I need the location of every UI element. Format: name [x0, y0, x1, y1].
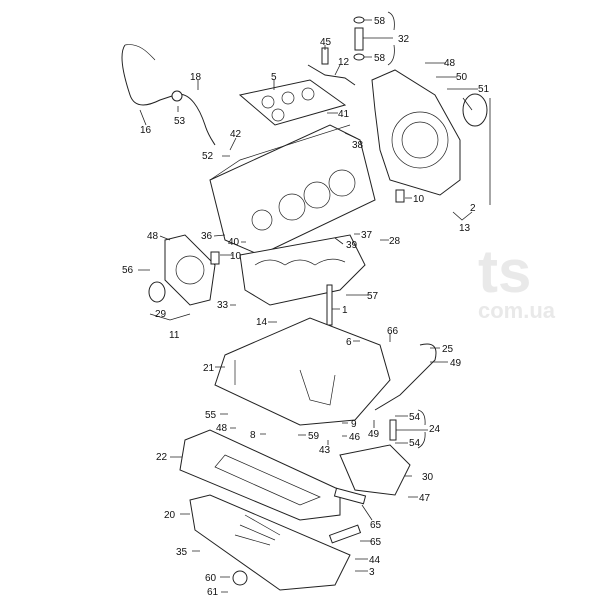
- watermark-domain: com.ua: [478, 298, 556, 323]
- oil-pan-baffle: [179, 429, 341, 521]
- part-label: 6: [346, 337, 352, 348]
- part-label: 48: [147, 231, 159, 242]
- part-label: 38: [352, 140, 364, 151]
- part-label: 48: [444, 58, 456, 69]
- bolt: [326, 284, 333, 326]
- cylinder-head-gasket: [238, 79, 347, 126]
- part-label: 58: [374, 16, 386, 27]
- part-label: 42: [230, 129, 242, 140]
- part-label: 21: [203, 363, 215, 374]
- part-label: 25: [442, 344, 454, 355]
- part-label: 5: [271, 72, 277, 83]
- part-label: 51: [478, 84, 490, 95]
- part-label: 41: [338, 109, 350, 120]
- part-label: 43: [319, 445, 331, 456]
- part-label: 44: [369, 555, 381, 566]
- bracket: [339, 444, 411, 496]
- part-label: 20: [164, 510, 176, 521]
- part-label: 1: [342, 305, 348, 316]
- part-label: 22: [156, 452, 168, 463]
- part-label: 24: [429, 424, 441, 435]
- part-label: 37: [361, 230, 373, 241]
- leader-lines: [138, 11, 491, 593]
- sleeve-assembly: [353, 16, 365, 61]
- part-label: 49: [368, 429, 380, 440]
- sleeve: [389, 419, 397, 441]
- upper-oil-pan: [214, 317, 437, 426]
- part-label: 18: [190, 72, 202, 83]
- part-label: 54: [409, 438, 421, 449]
- part-label: 66: [387, 326, 399, 337]
- part-label: 12: [338, 57, 350, 68]
- part-label: 46: [349, 432, 361, 443]
- part-label: 29: [155, 309, 167, 320]
- part-label: 47: [419, 493, 431, 504]
- part-label: 57: [367, 291, 379, 302]
- part-label: 56: [122, 265, 134, 276]
- part-label: 32: [398, 34, 410, 45]
- part-label: 53: [174, 116, 186, 127]
- part-label: 35: [176, 547, 188, 558]
- part-label: 30: [422, 472, 434, 483]
- watermark-brand: ts: [478, 238, 531, 305]
- part-label: 16: [140, 125, 152, 136]
- part-label: 52: [202, 151, 214, 162]
- coolant-pipe: [121, 44, 216, 146]
- part-label: 55: [205, 410, 217, 421]
- part-label: 33: [217, 300, 229, 311]
- part-label: 65: [370, 520, 382, 531]
- part-label: 10: [413, 194, 425, 205]
- part-label: 65: [370, 537, 382, 548]
- part-label: 9: [351, 419, 357, 430]
- sealant-tube: [333, 487, 367, 505]
- part-label: 45: [320, 37, 332, 48]
- part-label: 11: [169, 330, 180, 341]
- lower-oil-pan: [189, 494, 351, 591]
- engine-block: [209, 124, 376, 306]
- part-label: 39: [346, 240, 358, 251]
- sealant-tube: [328, 524, 362, 544]
- part-label: 49: [450, 358, 462, 369]
- part-label: 14: [256, 317, 268, 328]
- oil-pipe: [307, 64, 356, 86]
- front-cover: [148, 234, 220, 306]
- part-label: 48: [216, 423, 228, 434]
- part-label: 61: [207, 587, 219, 598]
- part-labels: 58 32 58 45 12 48 50 51 18 5 41 53 16 42…: [122, 16, 490, 598]
- part-label: 60: [205, 573, 217, 584]
- bolt: [321, 47, 329, 65]
- part-label: 36: [201, 231, 213, 242]
- part-label: 50: [456, 72, 468, 83]
- part-label: 8: [250, 430, 256, 441]
- part-label: 59: [308, 431, 320, 442]
- part-label: 13: [459, 223, 471, 234]
- part-label: 2: [470, 203, 476, 214]
- rear-cover: [371, 69, 488, 203]
- part-label: 10: [230, 251, 242, 262]
- part-label: 58: [374, 53, 386, 64]
- part-label: 28: [389, 236, 401, 247]
- part-label: 40: [228, 237, 240, 248]
- part-label: 3: [369, 567, 375, 578]
- part-label: 54: [409, 412, 421, 423]
